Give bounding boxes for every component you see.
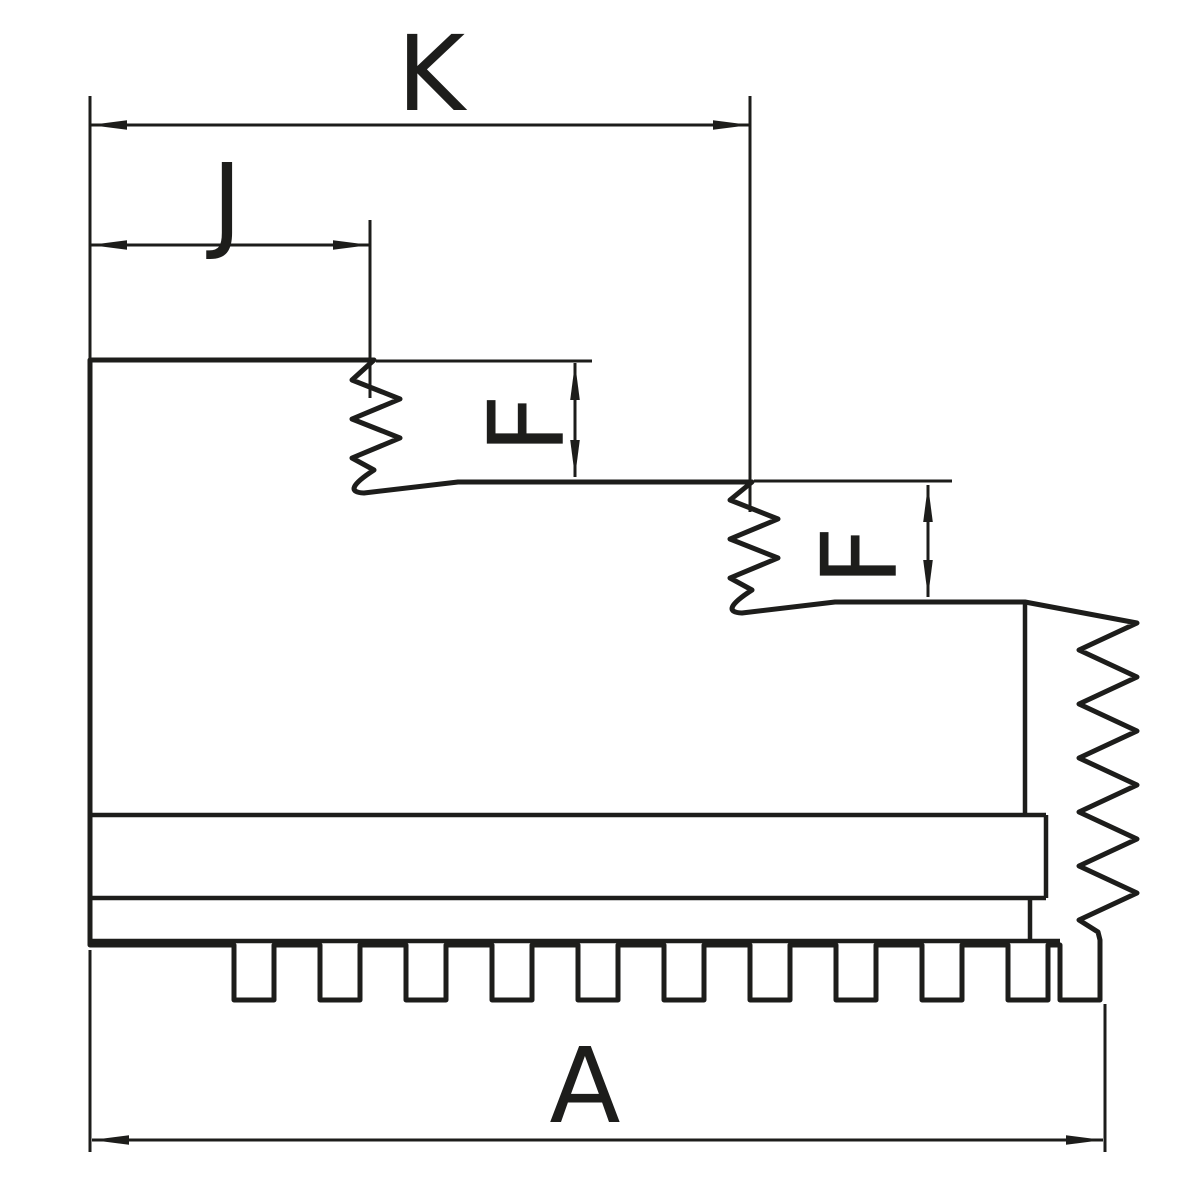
dimension-f1-label: F [466,394,588,454]
dimension-f-step2: F [754,479,952,597]
dimension-k-label: K [397,13,468,135]
dimension-j-label: J [206,141,243,263]
dimension-f2-label: F [799,526,921,586]
dimension-k: K [88,13,752,512]
dimension-f-step1: F [376,359,592,477]
jaw-profile [87,357,1140,1003]
dimension-a-label: A [549,1025,620,1147]
jaw-profile-outline [87,357,1140,1003]
dimension-a: A [88,950,1107,1152]
dimension-j: J [90,141,372,398]
